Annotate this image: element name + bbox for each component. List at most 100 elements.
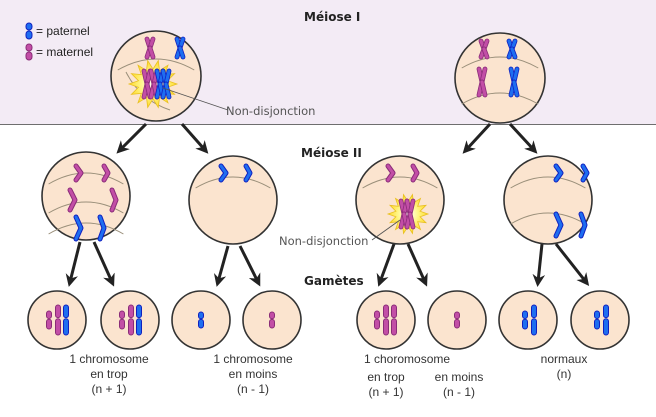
maternal-chromatid	[109, 187, 119, 213]
caption-right-missing: en moins (n - 1)	[424, 370, 494, 400]
caption-left-missing: 1 chromosome en moins (n - 1)	[188, 352, 318, 397]
caption-right-extra: en trop (n + 1)	[356, 370, 416, 400]
meiosis-1-band	[0, 0, 656, 125]
stage-label-gametes: Gamètes	[304, 274, 364, 288]
cell-membrane	[503, 155, 593, 245]
gamete-normal	[570, 290, 630, 350]
maternal-chromosome	[478, 38, 490, 60]
maternal-chromatid	[119, 310, 125, 330]
spindle-fiber	[362, 176, 438, 189]
arrow	[65, 241, 82, 287]
arrow	[406, 243, 428, 287]
maternal-chromatid	[454, 311, 460, 329]
caption-line: en moins	[228, 367, 278, 381]
paternal-chromatid	[136, 304, 142, 336]
nondisjunction-pointer	[162, 87, 229, 111]
legend-paternal-label: = paternel	[36, 24, 90, 38]
nondisjunction-label-meiosis-1: Non-disjonction	[226, 104, 316, 118]
arrow	[116, 122, 148, 154]
arrow	[92, 241, 115, 287]
arrow	[238, 245, 261, 287]
maternal-chromatid	[383, 304, 389, 336]
paternal-chromatid	[73, 214, 84, 242]
spindle-fiber	[461, 56, 539, 69]
cell-meiosis2-nondisjunction	[355, 155, 445, 245]
arrow	[554, 243, 590, 286]
maternal-chromosome	[144, 36, 156, 60]
maternal-chromatid	[101, 163, 111, 183]
maternal-chromatid	[269, 311, 275, 329]
paternal-chromatid	[97, 214, 107, 242]
paternal-chromosome-icon	[25, 22, 33, 40]
cell-meiosis1-normal	[454, 32, 546, 124]
caption-line: en trop	[367, 370, 405, 384]
paternal-chromatid	[522, 310, 528, 330]
maternal-chromatid	[73, 163, 84, 183]
cell-membrane	[188, 155, 278, 245]
cell-membrane	[498, 290, 558, 350]
stage-label-meiosis-1: Méiose I	[304, 10, 361, 24]
caption-line: en trop	[90, 367, 128, 381]
nondisjunction-pointer	[371, 219, 401, 241]
paternal-chromatid	[553, 163, 564, 183]
caption-line: normaux	[540, 352, 588, 366]
spindle-fiber	[461, 92, 539, 105]
cell-meiosis2-extra	[41, 151, 131, 242]
caption-line: (n + 1)	[91, 382, 127, 396]
paternal-chromatid	[578, 211, 588, 239]
cell-meiosis1-nondisjunction	[110, 30, 202, 122]
gamete-n-minus-1	[242, 290, 302, 350]
cell-membrane	[570, 290, 630, 350]
spindle-fiber	[510, 176, 586, 189]
arrows-layer	[65, 122, 590, 288]
maternal-chromosome	[476, 66, 488, 98]
paternal-chromosome	[508, 66, 520, 98]
paternal-chromatid	[531, 304, 537, 336]
gamete-n-minus-1	[171, 290, 231, 350]
legend-paternal: = paternel	[24, 22, 90, 40]
spindle-fiber	[48, 172, 124, 185]
paternal-chromosome	[160, 68, 172, 100]
paternal-chromatid	[580, 163, 590, 183]
gamete-n-plus-1	[100, 290, 160, 350]
cell-membrane	[454, 32, 546, 124]
spindle-fiber	[48, 222, 124, 235]
caption-line: 1 chromosome	[69, 352, 149, 366]
maternal-chromatid	[410, 163, 420, 183]
caption-line: (n - 1)	[236, 382, 269, 396]
caption-line: en moins	[434, 370, 484, 384]
paternal-chromatid	[243, 163, 253, 183]
maternal-chromatid	[391, 304, 397, 336]
gamete-n-minus-1	[427, 290, 487, 350]
paternal-chromatid	[198, 311, 204, 329]
arrow	[213, 245, 230, 287]
caption-right-title: 1 choromosome	[364, 352, 451, 366]
caption-line: 1 chromosome	[213, 352, 293, 366]
arrow	[532, 243, 546, 288]
paternal-chromatid	[218, 163, 229, 183]
arrow	[180, 123, 209, 154]
spindle-fiber	[48, 201, 124, 214]
nondisjunction-label-meiosis-2: Non-disjonction	[279, 234, 369, 248]
gamete-normal	[498, 290, 558, 350]
stage-label-meiosis-2: Méiose II	[301, 146, 362, 160]
paternal-chromosome	[174, 36, 186, 60]
paternal-chromatid	[594, 310, 600, 330]
legend-maternal-label: = maternel	[36, 45, 94, 59]
arrow	[508, 122, 538, 154]
paternal-chromosome	[506, 38, 518, 60]
maternal-chromosome	[404, 198, 416, 230]
caption-line: (n - 1)	[442, 385, 475, 399]
gamete-n-plus-1	[356, 290, 416, 350]
spindle-fiber	[117, 58, 195, 71]
paternal-chromatid	[603, 304, 609, 336]
gamete-n-plus-1	[27, 290, 87, 350]
maternal-chromatid	[55, 304, 61, 336]
spindle-fiber	[195, 176, 271, 189]
paternal-chromatid	[63, 304, 69, 336]
maternal-chromatid	[374, 310, 380, 330]
caption-line: (n + 1)	[368, 385, 404, 399]
cells-layer	[27, 30, 630, 350]
cell-meiosis2-missing	[188, 155, 278, 245]
